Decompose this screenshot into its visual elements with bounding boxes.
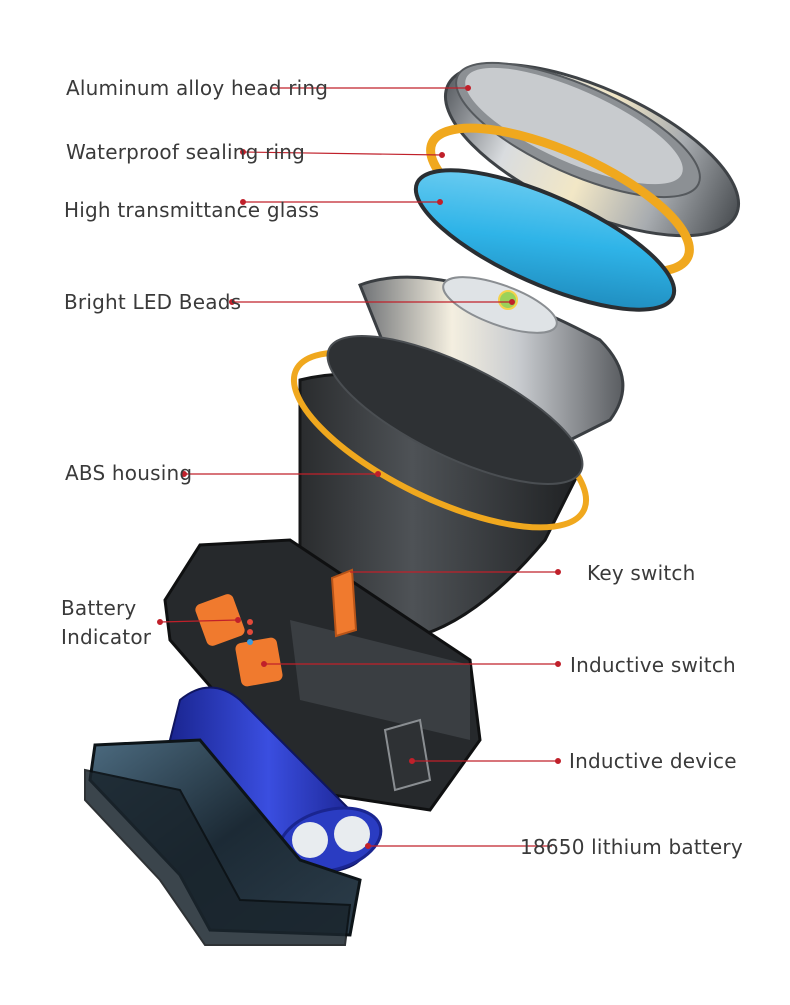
- led-reflector: [358, 275, 625, 447]
- leader-dot-led-right: [509, 299, 516, 306]
- leader-dot-head-ring: [465, 84, 472, 91]
- leader-dot-sealing-left: [240, 149, 247, 156]
- label-bright-led-beads: Bright LED Beads: [64, 290, 242, 314]
- leader-dot-key-switch: [554, 568, 561, 575]
- leader-dot-inductive-device-left: [409, 757, 416, 764]
- leader-dot-sealing-right: [439, 152, 446, 159]
- leader-sealing-ring: [242, 151, 443, 156]
- leader-dot-inductive-device-right: [554, 757, 561, 764]
- label-key-switch: Key switch: [587, 561, 696, 585]
- leader-battery-indicator: [159, 619, 239, 623]
- abs-housing: [290, 335, 590, 642]
- leader-dot-inductive-switch-left: [261, 660, 268, 667]
- leader-dot-battery: [365, 842, 372, 849]
- label-18650-lithium-battery: 18650 lithium battery: [520, 835, 743, 859]
- label-battery-indicator-line1: Battery: [61, 596, 137, 620]
- leader-dot-housing-left: [181, 471, 188, 478]
- leader-lines: [157, 84, 561, 849]
- label-inductive-device: Inductive device: [569, 749, 737, 773]
- label-aluminum-head-ring: Aluminum alloy head ring: [66, 76, 329, 100]
- mounting-plate: [84, 738, 362, 946]
- base-body: [163, 538, 482, 812]
- leader-dot-battery-indicator-right: [235, 616, 242, 623]
- label-inductive-switch: Inductive switch: [570, 653, 736, 677]
- leader-dot-housing-right: [375, 471, 382, 478]
- leader-dot-glass-right: [437, 199, 444, 206]
- label-high-transmittance-glass: High transmittance glass: [64, 198, 320, 222]
- leader-dot-led-left: [229, 299, 236, 306]
- leader-dot-glass-left: [240, 199, 247, 206]
- leader-dot-battery-indicator-left: [157, 618, 164, 625]
- leader-dot-inductive-switch-right: [554, 660, 561, 667]
- label-battery-indicator-line2: Indicator: [61, 625, 152, 649]
- high-transmittance-glass: [413, 168, 677, 312]
- aluminum-head-ring: [443, 61, 741, 238]
- label-abs-housing: ABS housing: [65, 461, 193, 485]
- label-waterproof-sealing-ring: Waterproof sealing ring: [66, 140, 306, 164]
- lithium-battery: [168, 686, 383, 874]
